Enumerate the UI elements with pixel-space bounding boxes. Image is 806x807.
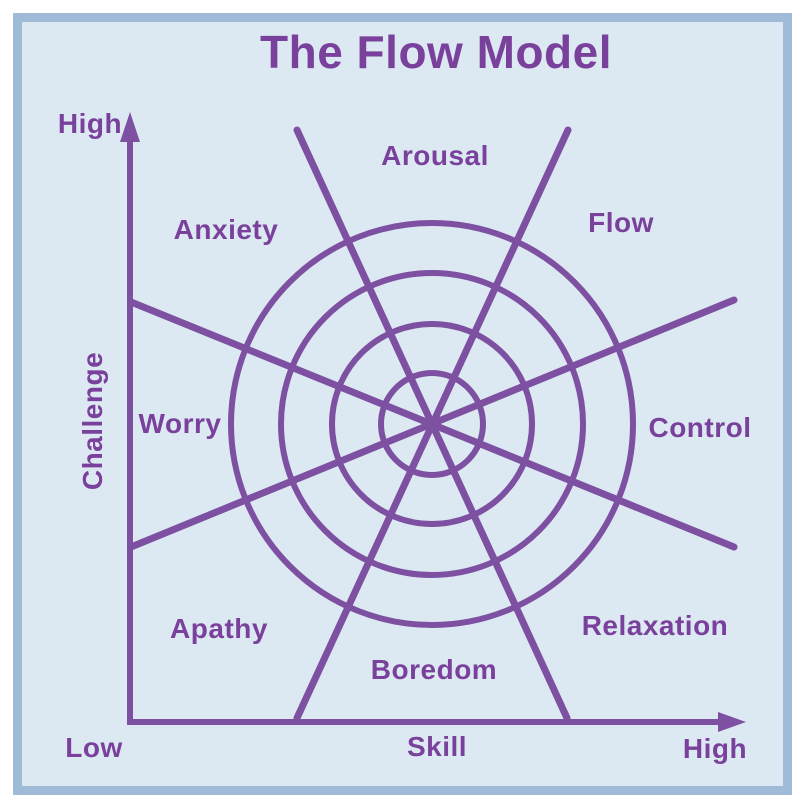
x-axis-high-label: High [683,733,747,764]
ring-second [329,321,535,527]
sector-label-apathy: Apathy [170,613,268,644]
ring-third [278,270,586,578]
sector-label-control: Control [648,412,751,443]
sector-label-arousal: Arousal [381,140,489,171]
diagram-frame [13,13,792,795]
x-axis-title: Skill [407,731,467,762]
sector-label-boredom: Boredom [371,654,497,685]
divider-shallow-ascending [127,296,738,551]
x-axis-arrow-icon [718,712,746,732]
ring-outer [228,220,636,628]
y-axis-title: Challenge [77,352,108,490]
origin-low-label: Low [65,732,123,763]
page-title: The Flow Model [260,26,612,78]
ring-inner [378,370,486,478]
sector-label-flow: Flow [588,207,654,238]
sector-label-worry: Worry [139,408,222,439]
sector-label-anxiety: Anxiety [174,214,279,245]
sector-label-relaxation: Relaxation [582,610,729,641]
y-axis-high-label: High [58,108,122,139]
y-axis-arrow-icon [120,112,140,142]
